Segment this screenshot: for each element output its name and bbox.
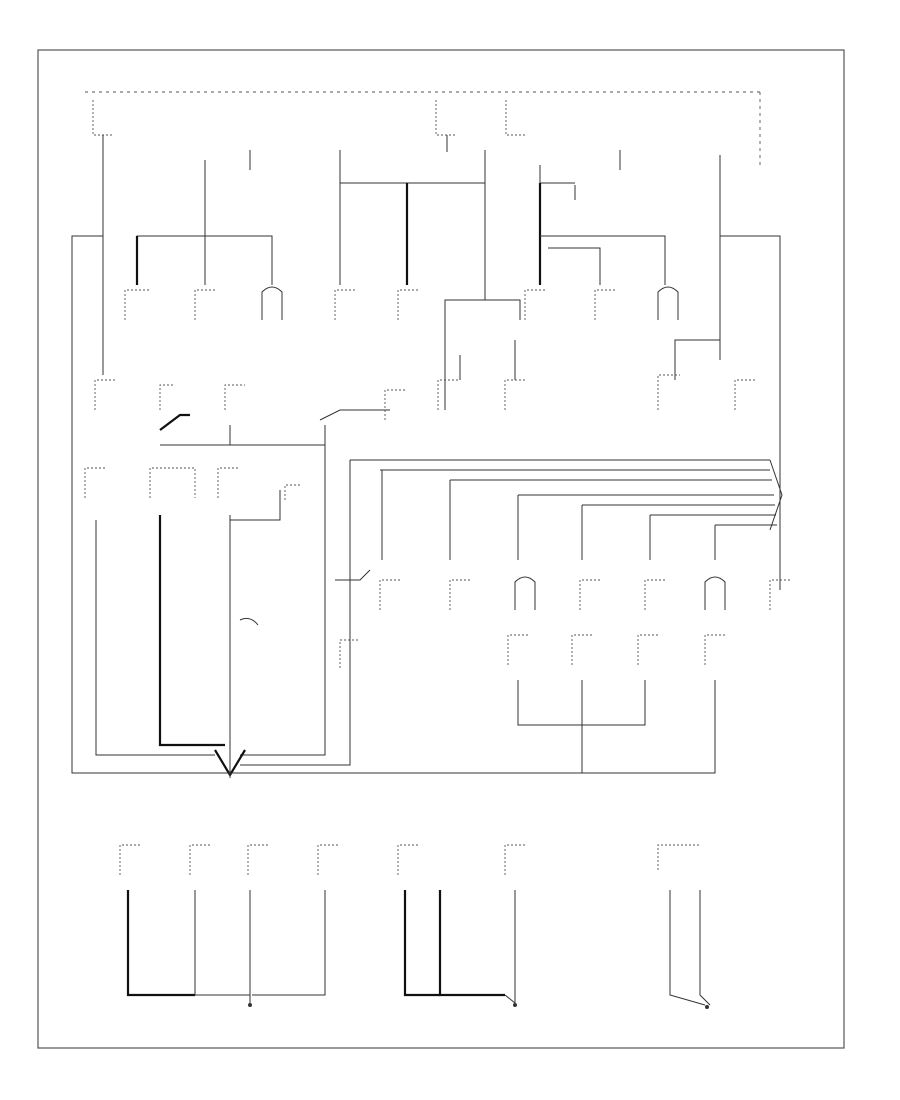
connectors-row-1	[124, 286, 679, 320]
diagram-frame	[37, 49, 845, 1049]
ground-point-icon	[513, 1003, 517, 1007]
ground-point-icon	[248, 1003, 252, 1007]
branch-right-group	[540, 210, 781, 590]
ground-bus-left	[71, 210, 351, 778]
switches-mid-left	[94, 379, 405, 446]
connectors-row-3	[335, 569, 790, 668]
center-module	[437, 299, 525, 410]
power-rail	[85, 91, 761, 165]
components-row-4	[72, 634, 725, 774]
components-row-2-left	[84, 467, 300, 626]
branch-left-group	[135, 210, 341, 285]
fuse-block	[92, 100, 721, 300]
ground-group-3	[657, 844, 711, 1009]
ground-group-1	[119, 844, 338, 1007]
ground-group-2	[397, 844, 525, 1007]
ground-point-icon	[705, 1005, 709, 1009]
harness-bundle	[350, 459, 783, 560]
